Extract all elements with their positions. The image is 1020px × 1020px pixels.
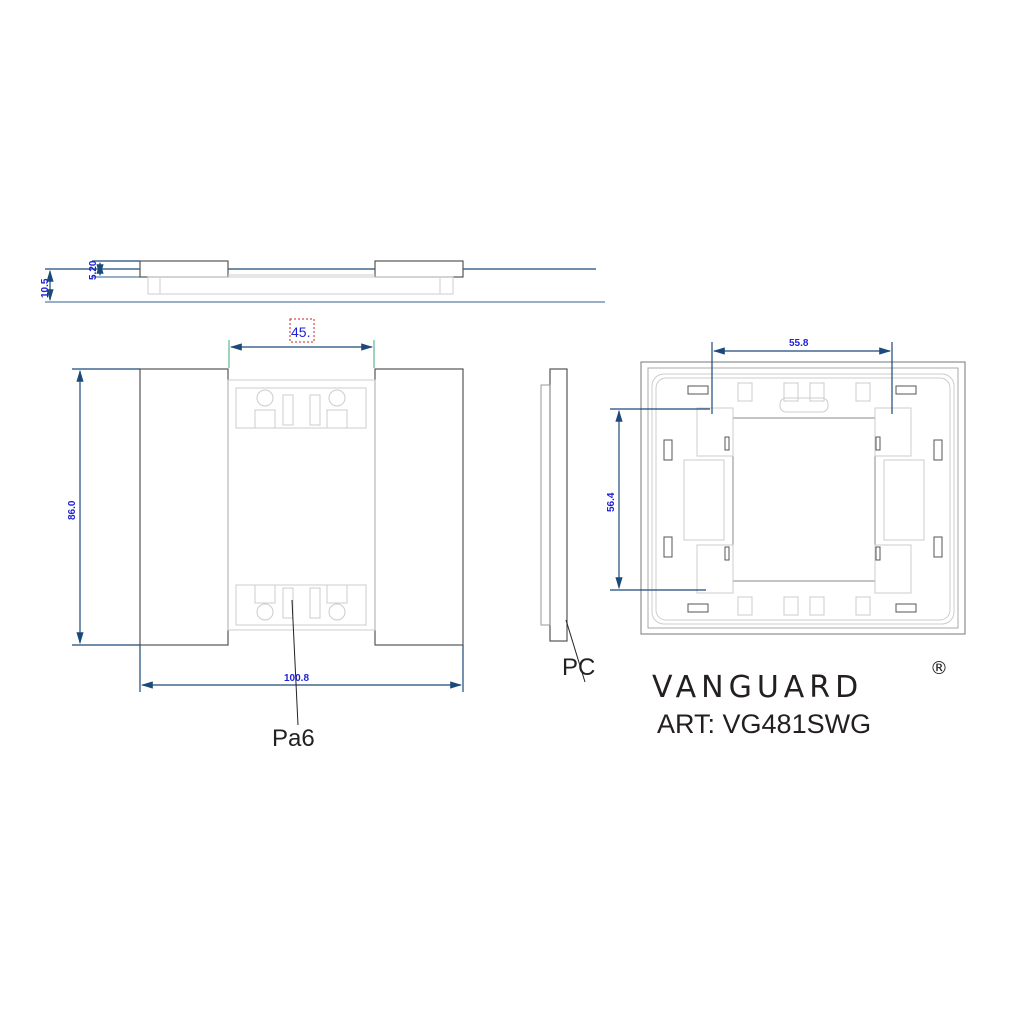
material-label-pa6: Pa6 bbox=[272, 725, 315, 752]
side-view: 10.5 5.20 bbox=[40, 260, 605, 303]
dim-total-thickness: 10.5 bbox=[40, 278, 51, 298]
article-number: ART: VG481SWG bbox=[657, 709, 871, 739]
dim-mount-width: 55.8 bbox=[789, 338, 809, 349]
brand-block: VANGUARD ® ART: VG481SWG bbox=[652, 658, 948, 739]
dim-width: 100.8 bbox=[284, 673, 309, 684]
registered-mark: ® bbox=[930, 658, 948, 679]
back-view: 55.8 56.4 bbox=[606, 338, 966, 635]
dim-mount-height: 56.4 bbox=[606, 492, 617, 512]
dim-height: 86.0 bbox=[67, 500, 78, 520]
brand-logo: VANGUARD bbox=[652, 670, 863, 705]
dim-plate-thickness: 5.20 bbox=[88, 260, 99, 280]
material-label-pc: PC bbox=[562, 654, 595, 681]
dim-gap: 45. bbox=[291, 324, 310, 340]
profile-view: PC bbox=[540, 368, 595, 683]
front-view: 45. 86.0 100.8 Pa6 bbox=[67, 318, 464, 752]
